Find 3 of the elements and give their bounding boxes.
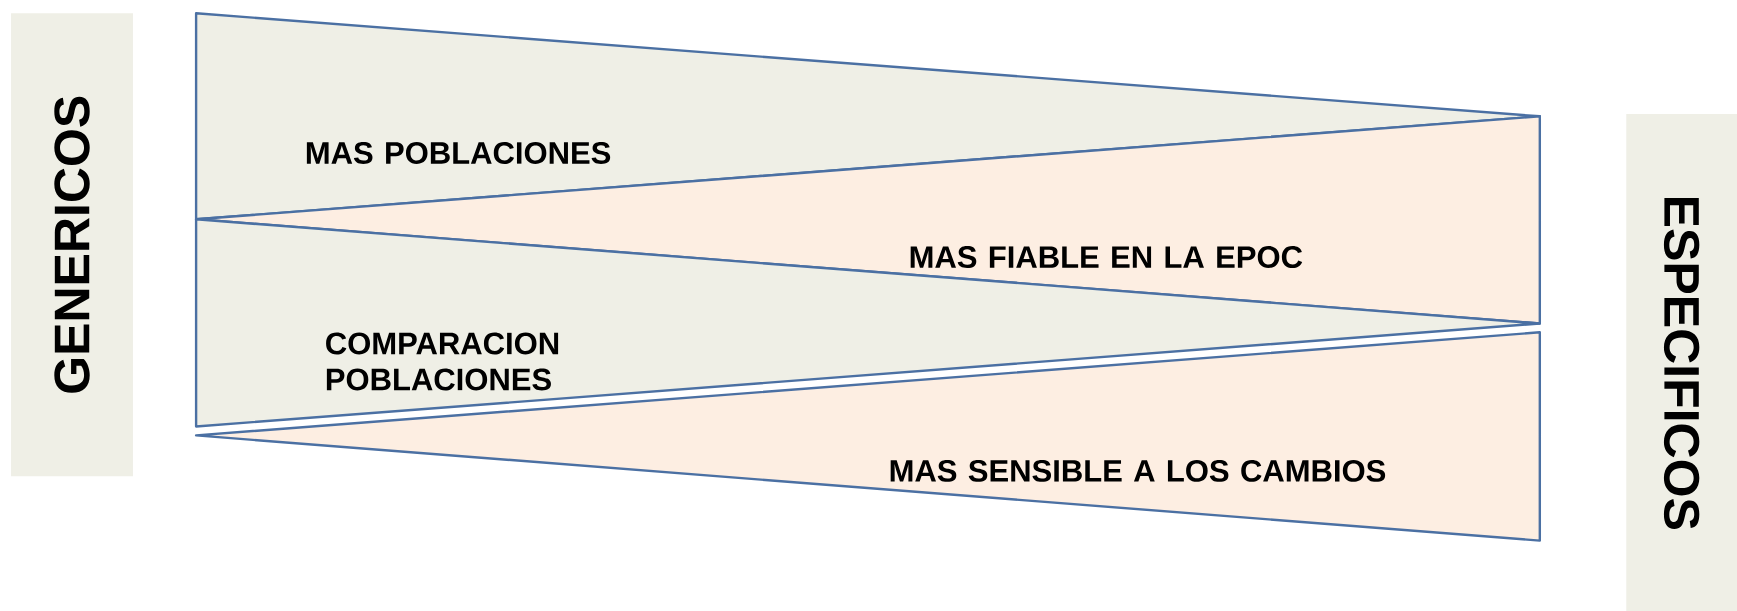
triangle-band: MAS POBLACIONES [194, 12, 1541, 221]
label-band: GENERICOS [11, 13, 133, 477]
label-band: ESPECIFICOS [1626, 114, 1737, 611]
